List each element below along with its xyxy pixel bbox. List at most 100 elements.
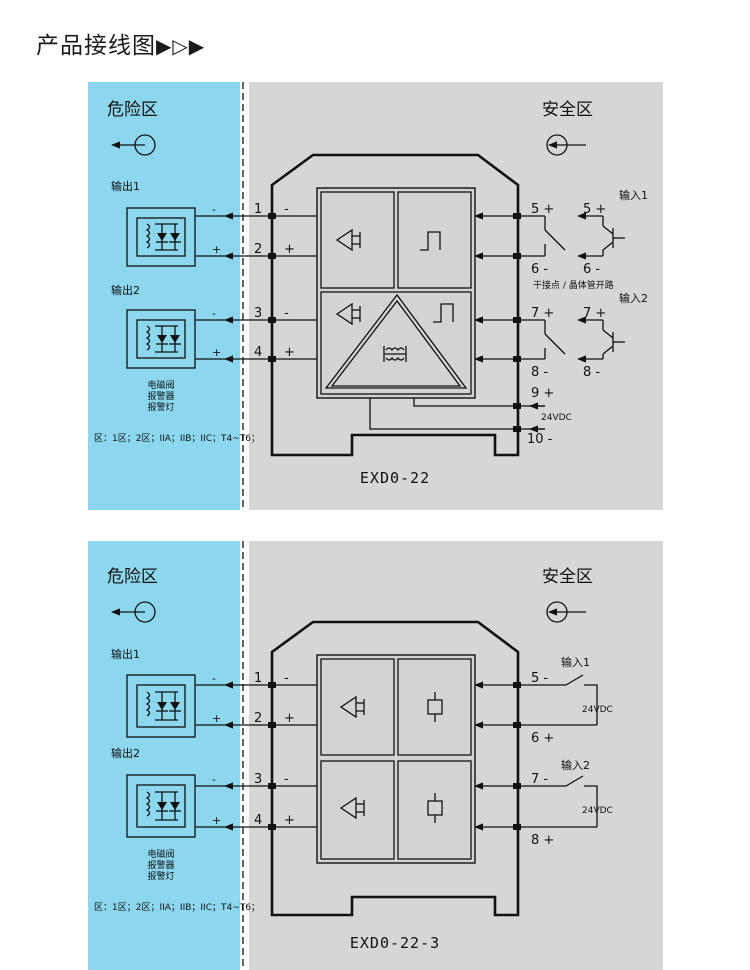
pin-8: 8 - <box>531 365 548 380</box>
pin-3-sign: - <box>284 306 289 321</box>
hazard-zone-bg <box>88 82 240 510</box>
input-2-label: 输入2 <box>619 291 648 305</box>
cell-relay-2 <box>397 760 472 860</box>
transformer-icon <box>383 346 407 362</box>
output-2-label: 输出2 <box>111 746 140 760</box>
safe-zone-label: 安全区 <box>542 100 593 120</box>
out1-minus: - <box>212 203 216 216</box>
led-load-icon <box>126 207 225 267</box>
transistor-icon <box>602 320 625 359</box>
pin-2-sign: + <box>284 242 295 257</box>
pin-3: 3 <box>254 772 262 787</box>
isolation-amplifier-icon <box>335 302 361 326</box>
output-2-label: 输出2 <box>111 283 140 297</box>
input-2-label: 输入2 <box>561 758 590 772</box>
device-body <box>270 153 520 457</box>
left-wires <box>224 681 317 831</box>
square-wave-icon <box>420 231 441 251</box>
pin-2: 2 <box>254 242 262 257</box>
load-label-3: 报警灯 <box>147 401 174 413</box>
right-wires <box>474 681 597 831</box>
output-arrow-icon <box>111 134 156 156</box>
load-label-2: 报警器 <box>147 859 174 871</box>
pin-6: 6 + <box>531 731 554 746</box>
page-title: 产品接线图▶▷▶ <box>36 26 205 60</box>
safe-zone-label: 安全区 <box>542 567 593 587</box>
contact-switch-icon <box>544 320 566 359</box>
cell-lower <box>320 291 472 395</box>
pin-4-sign: + <box>284 813 295 828</box>
led-load-icon <box>126 674 225 738</box>
load-label-1: 电磁阀 <box>147 848 174 860</box>
ext-6: 6 - <box>583 262 600 277</box>
hazard-zone-label: 危险区 <box>107 100 158 120</box>
transistor-icon <box>602 216 625 256</box>
cell-wave-1 <box>397 191 472 289</box>
pin-1-sign: - <box>284 671 289 686</box>
cell-relay-1 <box>397 658 472 756</box>
page-title-text: 产品接线图 <box>36 33 156 59</box>
load-label-3: 报警灯 <box>147 870 174 882</box>
out1-plus: + <box>212 712 221 725</box>
zone-note: 区：1区；2区；IIA；IIB；IIC；T4~T6； <box>94 433 260 444</box>
pin-8: 8 + <box>531 833 554 848</box>
out1-plus: + <box>212 243 221 256</box>
pin-4: 4 <box>254 345 262 360</box>
input-arrow-icon <box>546 134 586 156</box>
pin-7: 7 - <box>531 772 548 787</box>
cell-amp-2 <box>320 760 395 860</box>
module-frame <box>316 654 476 864</box>
pin-10: 10 - <box>527 432 553 447</box>
pin-3: 3 <box>254 306 262 321</box>
pin-9: 9 + <box>531 386 554 401</box>
left-wires <box>224 212 317 363</box>
output-1-label: 输出1 <box>111 647 140 661</box>
pin-1: 1 <box>254 202 262 217</box>
load-label-1: 电磁阀 <box>147 379 174 391</box>
led-load-icon <box>126 309 225 369</box>
diagram-exd0-22: 危险区 安全区 <box>88 82 663 510</box>
pin-4: 4 <box>254 813 262 828</box>
supply-label-2: 24VDC <box>582 806 613 816</box>
model-label: EXD0-22 <box>360 469 430 487</box>
isolation-amplifier-icon <box>335 228 361 252</box>
out2-plus: + <box>212 346 221 359</box>
contact-switch-icon <box>565 674 598 725</box>
pin-7: 7 + <box>531 306 554 321</box>
pin-5: 5 - <box>531 671 548 686</box>
contact-switch-icon <box>544 216 566 256</box>
ext-5: 5 + <box>583 202 606 217</box>
title-arrows: ▶▷▶ <box>156 34 206 58</box>
contact-switch-icon <box>565 775 598 827</box>
output-1-label: 输出1 <box>111 179 140 193</box>
pin-5: 5 + <box>531 202 554 217</box>
isolation-triangle <box>324 293 468 389</box>
pin-1-sign: - <box>284 202 289 217</box>
right-wires <box>369 212 545 433</box>
module-frame <box>316 187 476 399</box>
pin-4-sign: + <box>284 345 295 360</box>
load-label-2: 报警器 <box>147 390 174 402</box>
pin-2-sign: + <box>284 711 295 726</box>
hazard-zone-label: 危险区 <box>107 567 158 587</box>
pin-3-sign: - <box>284 772 289 787</box>
relay-coil-icon <box>427 692 443 722</box>
supply-label: 24VDC <box>541 413 572 423</box>
isolation-amplifier-icon <box>339 796 365 820</box>
ext-7: 7 + <box>583 306 606 321</box>
pin-1: 1 <box>254 671 262 686</box>
relay-coil-icon <box>427 793 443 823</box>
switch-note: 干接点 / 晶体管开路 <box>533 279 614 291</box>
zone-note: 区：1区；2区；IIA；IIB；IIC；T4~T6； <box>94 902 260 913</box>
input-1-label: 输入1 <box>561 655 590 669</box>
device-body <box>270 620 520 917</box>
out2-plus: + <box>212 814 221 827</box>
model-label: EXD0-22-3 <box>350 934 440 952</box>
out2-minus: - <box>212 307 216 320</box>
out1-minus: - <box>212 672 216 685</box>
cell-amp-1 <box>320 658 395 756</box>
diagram-exd0-22-3: 危险区 安全区 <box>88 541 663 970</box>
isolation-amplifier-icon <box>339 695 365 719</box>
out2-minus: - <box>212 773 216 786</box>
